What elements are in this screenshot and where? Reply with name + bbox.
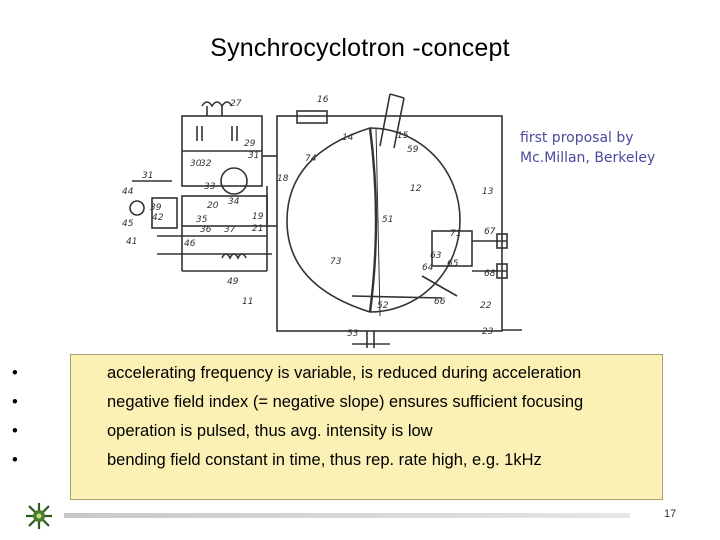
svg-text:33: 33 xyxy=(204,182,216,192)
svg-text:74: 74 xyxy=(305,154,317,164)
svg-text:42: 42 xyxy=(152,213,164,223)
footer-divider xyxy=(64,513,630,518)
bullet-item-3: • operation is pulsed, thus avg. intensit… xyxy=(12,417,662,446)
bullet-marker: • xyxy=(12,451,18,469)
bullet-marker: • xyxy=(12,393,18,411)
svg-text:65: 65 xyxy=(447,259,459,269)
svg-text:53: 53 xyxy=(347,329,359,339)
svg-text:71: 71 xyxy=(450,229,461,239)
svg-text:66: 66 xyxy=(434,297,446,307)
svg-text:15: 15 xyxy=(397,131,409,141)
svg-text:67: 67 xyxy=(484,227,496,237)
annotation-line-2: Mc.Millan, Berkeley xyxy=(520,150,656,166)
svg-text:14: 14 xyxy=(342,133,354,143)
bullet-list: • accelerating frequency is variable, is … xyxy=(12,355,662,475)
svg-text:36: 36 xyxy=(200,225,212,235)
svg-text:19: 19 xyxy=(252,212,264,222)
svg-text:73: 73 xyxy=(330,257,342,267)
svg-text:29: 29 xyxy=(244,139,256,149)
bullet-box: • accelerating frequency is variable, is … xyxy=(12,354,663,500)
logo-icon xyxy=(26,503,52,529)
svg-text:27: 27 xyxy=(230,99,242,109)
svg-text:49: 49 xyxy=(227,277,239,287)
synchrocyclotron-schematic: 27 16 15 14 29 31 59 74 30 32 33 34 31 44 39 42 45 4… xyxy=(122,93,522,348)
svg-text:34: 34 xyxy=(228,197,240,207)
svg-text:32: 32 xyxy=(200,159,212,169)
svg-text:21: 21 xyxy=(252,224,263,234)
svg-text:11: 11 xyxy=(242,297,253,307)
svg-text:39: 39 xyxy=(150,203,162,213)
bullet-text: operation is pulsed, thus avg. intensity… xyxy=(107,422,433,440)
bullet-marker: • xyxy=(12,422,18,440)
bullet-item-2: • negative field index (= negative slope)… xyxy=(12,388,662,417)
svg-text:41: 41 xyxy=(126,237,137,247)
page-number: 17 xyxy=(664,508,677,520)
slide-title: Synchrocyclotron -concept xyxy=(210,34,510,62)
svg-text:31: 31 xyxy=(142,171,153,181)
svg-text:18: 18 xyxy=(277,174,289,184)
svg-text:30: 30 xyxy=(190,159,202,169)
svg-text:51: 51 xyxy=(382,215,393,225)
bullet-text: negative field index (= negative slope) … xyxy=(107,393,584,411)
annotation-line-1: first proposal by xyxy=(520,130,634,146)
bullet-text: bending field constant in time, thus rep… xyxy=(107,451,542,469)
svg-text:13: 13 xyxy=(482,187,494,197)
svg-text:37: 37 xyxy=(224,225,236,235)
svg-text:64: 64 xyxy=(422,263,434,273)
svg-text:16: 16 xyxy=(317,95,329,105)
bullet-marker: • xyxy=(12,364,18,382)
figure-annotation: first proposal by Mc.Millan, Berkeley xyxy=(520,128,655,168)
svg-text:12: 12 xyxy=(410,184,422,194)
svg-text:52: 52 xyxy=(377,301,389,311)
svg-text:20: 20 xyxy=(207,201,219,211)
svg-text:22: 22 xyxy=(480,301,492,311)
svg-text:23: 23 xyxy=(482,327,494,337)
svg-text:59: 59 xyxy=(407,145,419,155)
svg-text:35: 35 xyxy=(196,215,208,225)
svg-text:68: 68 xyxy=(484,269,496,279)
bullet-item-1: • accelerating frequency is variable, is … xyxy=(12,359,662,388)
svg-text:46: 46 xyxy=(184,239,196,249)
svg-text:44: 44 xyxy=(122,187,134,197)
svg-text:45: 45 xyxy=(122,219,134,229)
svg-text:31: 31 xyxy=(248,151,259,161)
bullet-text: accelerating frequency is variable, is r… xyxy=(107,364,582,382)
svg-text:63: 63 xyxy=(430,251,442,261)
bullet-item-4: • bending field constant in time, thus re… xyxy=(12,446,662,475)
